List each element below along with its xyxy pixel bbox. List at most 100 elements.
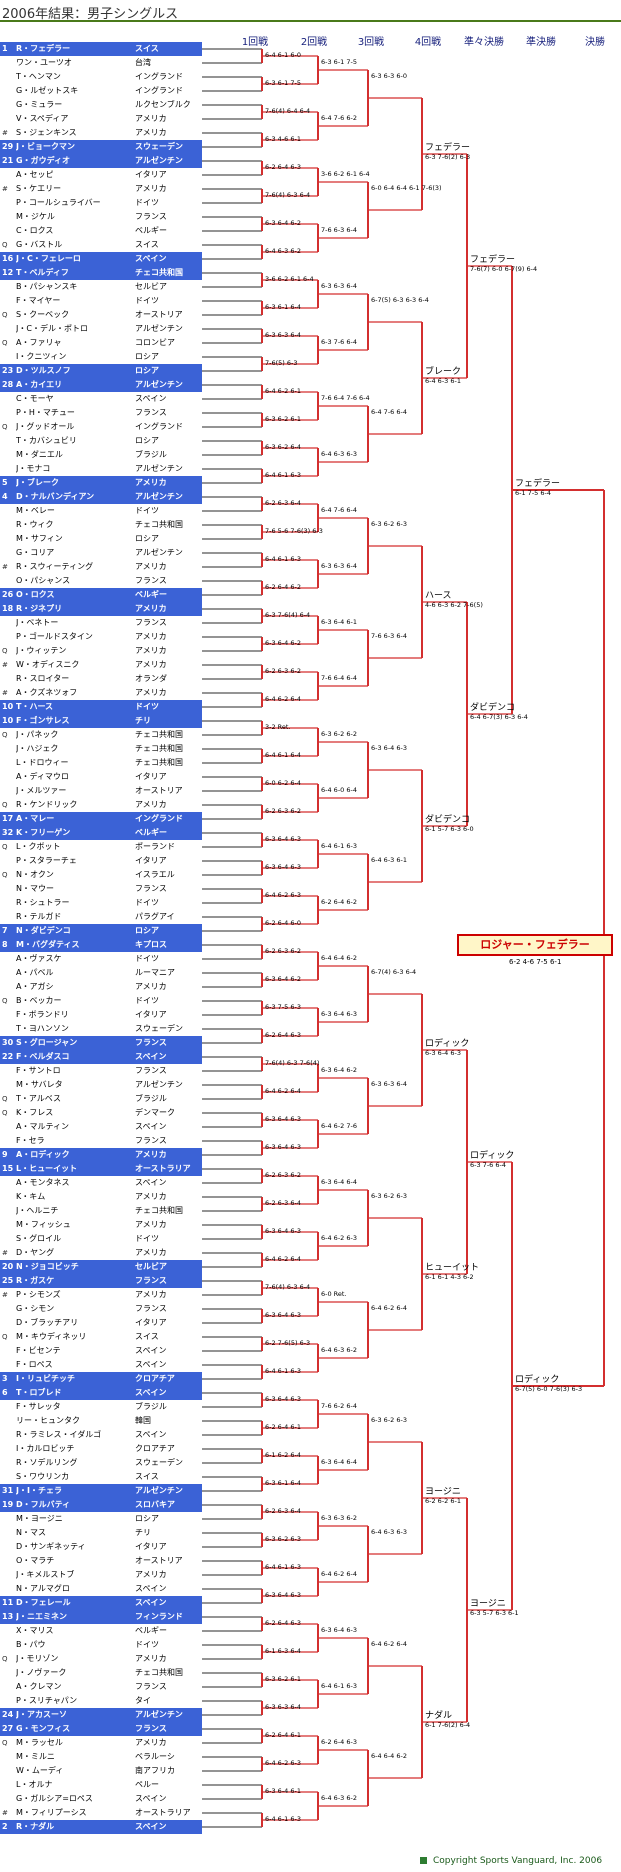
player-country: スイス bbox=[135, 1332, 159, 1341]
player-name: G・バストル bbox=[16, 240, 63, 249]
match-score: 3-6 6-2 6-1 6-4 bbox=[265, 275, 314, 283]
player-name: R・スウィーティング bbox=[16, 562, 94, 571]
seed-label: 24 bbox=[2, 1710, 14, 1719]
seed-label: Q bbox=[2, 843, 8, 851]
match-score: 6-3 6-4 6-3 bbox=[425, 1049, 461, 1057]
round-winner-name: ダビデンコ bbox=[470, 703, 516, 713]
player-country: アメリカ bbox=[135, 1738, 167, 1747]
player-country: イタリア bbox=[135, 1542, 167, 1551]
seed-label: 26 bbox=[2, 590, 14, 599]
match-score: 6-3 6-3 6-4 bbox=[321, 282, 357, 290]
player-country: イタリア bbox=[135, 1010, 167, 1019]
player-country: ベルギー bbox=[135, 226, 167, 235]
player-row: C・ロクスベルギー bbox=[0, 224, 202, 238]
player-name: S・ワウリンカ bbox=[16, 1472, 70, 1481]
player-name: M・ヨージニ bbox=[16, 1514, 63, 1523]
player-name: D・ナルバンディアン bbox=[16, 492, 95, 501]
player-name: F・サントロ bbox=[16, 1066, 61, 1075]
player-country: イスラエル bbox=[135, 870, 175, 879]
player-country: チェコ共和国 bbox=[135, 1206, 183, 1215]
player-country: チェコ共和国 bbox=[135, 1668, 183, 1677]
player-name: K・フリーゲン bbox=[16, 828, 71, 837]
player-row: A・ヴァスケドイツ bbox=[0, 952, 202, 966]
seed-label: Q bbox=[2, 1333, 8, 1341]
match-score: 6-3 6-2 6-3 bbox=[371, 1416, 407, 1424]
player-name: A・マレー bbox=[16, 814, 55, 823]
player-name: A・パベル bbox=[16, 968, 54, 977]
player-country: アルゼンチン bbox=[135, 464, 183, 473]
player-row: L・ドロウィーチェコ共和国 bbox=[0, 756, 202, 770]
player-country: セルビア bbox=[135, 282, 167, 291]
player-name: C・モーヤ bbox=[16, 394, 54, 403]
player-row: T・ヘンマンイングランド bbox=[0, 70, 202, 84]
seed-label: Q bbox=[2, 1739, 8, 1747]
player-row: F・ボランドリ イタリア bbox=[0, 1008, 202, 1022]
player-name: J・ウィッテン bbox=[16, 646, 67, 655]
seed-label: 25 bbox=[2, 1276, 14, 1285]
player-country: スロバキア bbox=[135, 1500, 175, 1509]
player-name: J・ニエミネン bbox=[16, 1612, 67, 1621]
player-country: イングランド bbox=[135, 86, 183, 95]
player-name: N・オクン bbox=[16, 870, 54, 879]
player-name: J・ベネトー bbox=[16, 618, 59, 627]
player-row: T・カバシュビリロシア bbox=[0, 434, 202, 448]
player-name: F・セラ bbox=[16, 1136, 45, 1145]
player-name: O・ロクス bbox=[16, 590, 55, 599]
seed-label: # bbox=[2, 129, 8, 137]
player-country: ベルギー bbox=[135, 1626, 167, 1635]
player-country: アメリカ bbox=[135, 604, 167, 613]
round-label-4: 4回戦 bbox=[414, 37, 442, 48]
player-country: チリ bbox=[135, 716, 151, 725]
seed-label: 4 bbox=[2, 492, 8, 501]
player-name: G・モンフィス bbox=[16, 1724, 71, 1733]
match-score: 7-6(7) 6-0 6-7(9) 6-4 bbox=[470, 265, 538, 273]
player-row: K・キムアメリカ bbox=[0, 1190, 202, 1204]
match-score: 6-4 6-1 6-3 bbox=[321, 1682, 357, 1690]
player-name: V・スペディア bbox=[16, 114, 69, 123]
player-name: M・ミルニ bbox=[16, 1752, 55, 1761]
match-score: 6-3 6-4 6-4 bbox=[321, 1178, 357, 1186]
player-name: J・モリゾン bbox=[16, 1654, 59, 1663]
player-row: S・グロイルドイツ bbox=[0, 1232, 202, 1246]
player-country: スペイン bbox=[135, 254, 167, 263]
player-country: フランス bbox=[135, 1724, 167, 1733]
player-name: M・ジケル bbox=[16, 212, 55, 221]
player-country: スペイン bbox=[135, 1052, 167, 1061]
player-country: ロシア bbox=[135, 352, 159, 361]
player-row: J・モナコアルゼンチン bbox=[0, 462, 202, 476]
player-name: F・ボランドリ bbox=[16, 1010, 69, 1019]
player-name: D・ブラッチアリ bbox=[16, 1318, 79, 1327]
match-score: 4-6 6-3 6-2 7-6(5) bbox=[425, 601, 483, 609]
player-country: フランス bbox=[135, 1276, 167, 1285]
player-country: アルゼンチン bbox=[135, 492, 183, 501]
seed-label: 10 bbox=[2, 716, 14, 725]
player-row: X・マリスベルギー bbox=[0, 1624, 202, 1638]
match-score: 6-7(5) 6-3 6-3 6-4 bbox=[371, 296, 429, 304]
player-name: B・パシャンスキ bbox=[16, 282, 78, 291]
copyright-text: Copyright Sports Vanguard, Inc. 2006 bbox=[433, 1856, 603, 1866]
player-name: P・シモンズ bbox=[16, 1290, 61, 1299]
player-country: アメリカ bbox=[135, 1570, 167, 1579]
player-name: T・ヘンマン bbox=[16, 72, 61, 81]
player-country: アメリカ bbox=[135, 982, 167, 991]
player-country: チェコ共和国 bbox=[135, 268, 183, 277]
seed-label: 32 bbox=[2, 828, 14, 837]
seed-label: Q bbox=[2, 1109, 8, 1117]
player-country: ドイツ bbox=[135, 506, 159, 515]
player-country: スペイン bbox=[135, 1178, 167, 1187]
match-score: 6-2 6-2 6-1 bbox=[425, 1497, 461, 1505]
match-score: 7-6 6-4 6-4 bbox=[321, 674, 357, 682]
seed-label: Q bbox=[2, 1095, 8, 1103]
match-score: 6-4 6-3 6-1 bbox=[425, 377, 461, 385]
